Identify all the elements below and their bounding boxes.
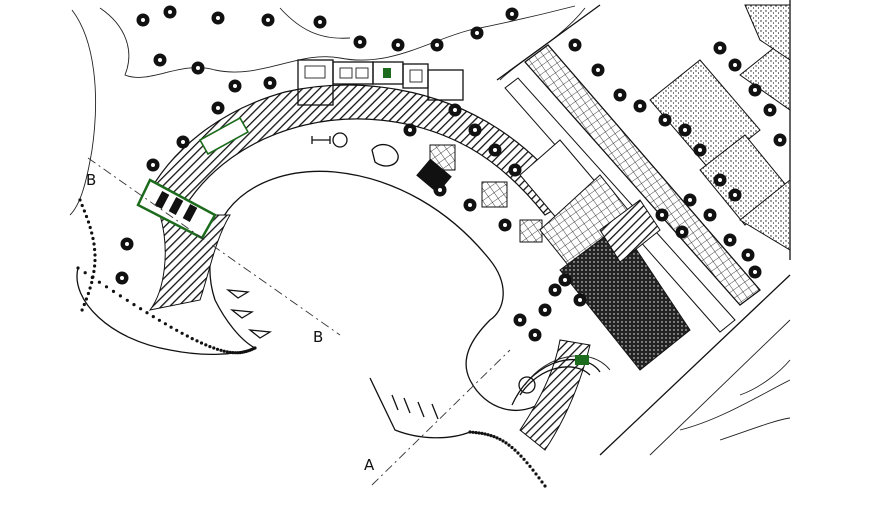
shoreline-dots <box>76 198 547 488</box>
boats <box>225 289 439 420</box>
textured-blocks <box>649 4 791 251</box>
section-mark-a: A <box>364 456 375 474</box>
diagonal-block <box>504 44 761 371</box>
amphitheatre <box>511 355 611 406</box>
trees <box>115 5 787 342</box>
section-mark-b-top: B <box>86 171 96 189</box>
section-lines <box>87 157 511 486</box>
site-boundary <box>496 0 791 456</box>
shoreline <box>76 170 546 439</box>
building-row <box>297 59 464 106</box>
highlighted-building <box>136 116 250 240</box>
section-mark-b-bottom: B <box>313 328 323 346</box>
